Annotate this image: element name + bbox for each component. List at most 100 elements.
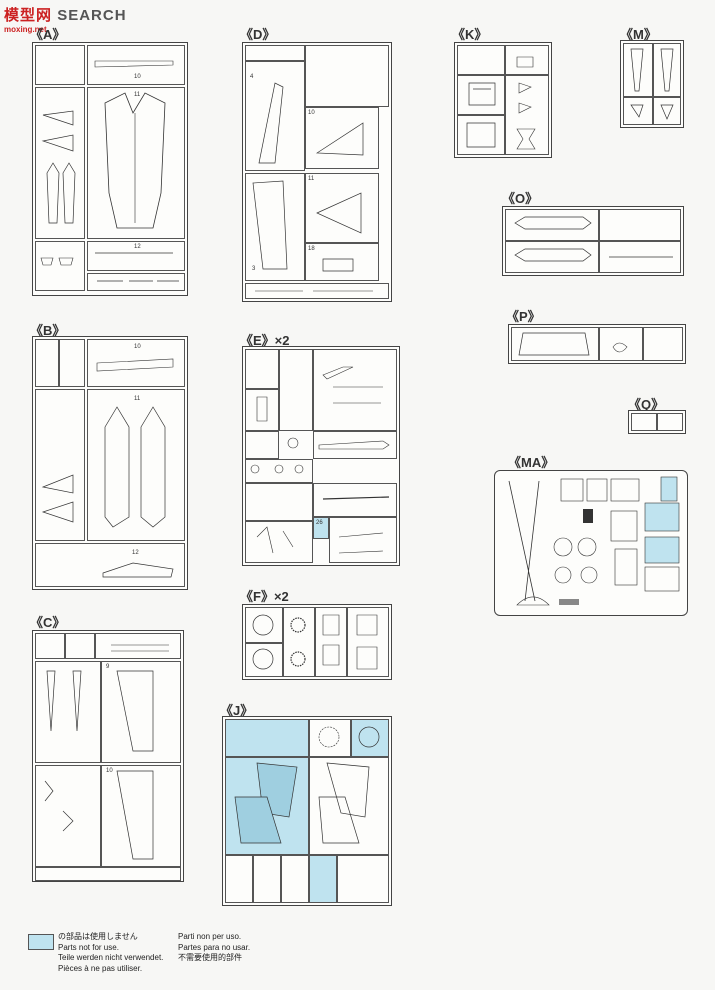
legend-en: Parts not for use. [58,942,119,952]
sprue-j-part-12 [253,855,281,903]
sprue-k [454,42,552,158]
sprue-b-drawing [41,358,174,578]
sprue-f-drawing [252,614,378,670]
sprue-e-part-1 [245,389,279,431]
legend-swatch [28,934,54,950]
sprue-f [242,604,392,680]
sprue-label-a: 《A》 [30,27,66,42]
sprue-q [628,410,686,434]
sprue-k-part-3 [457,75,505,115]
sprue-label-b: 《B》 [30,323,66,338]
sprue-f-parts-7-8 [347,607,389,677]
sprue-p-parts-5-11 [643,327,683,361]
sprue-e-blank [245,349,279,389]
sprue-d-parts-1-4 [245,45,305,61]
sprue-a-part-11: 11 [87,87,185,239]
sprue-d-part-10: 10 [305,107,379,169]
sprue-p-part-1 [511,327,599,361]
sprue-d-part-3: 3 [245,173,305,281]
sprue-d-part-11: 11 [305,173,379,243]
sprue-o-blank [599,209,681,241]
sprue-q-part-1 [631,413,657,431]
sprue-j-parts-9-10 [309,757,389,855]
sprue-e-parts-3-9 [279,349,313,431]
sprue-m-part-1 [623,43,653,97]
sprue-m-part-4 [653,97,681,125]
sprue-m [620,40,684,128]
sprue-a-parts-13-15 [87,273,185,291]
sprue-m-part-3 [623,97,653,125]
legend-fr: Pièces à ne pas utiliser. [58,963,143,973]
sprue-j-parts-16-19 [337,855,389,903]
sprue-j-drawing [234,726,380,844]
sprue-k-part-4 [457,115,505,155]
sprue-e-drawing [250,366,390,554]
sprue-a-part-12: 12 [87,241,185,271]
sprue-b-part-10: 10 [87,339,185,387]
sprue-p-drawing [518,332,628,356]
sprue-label-e: 《E》×2 [240,333,290,348]
sprue-k-part-1 [457,45,505,75]
sprue-a-small [35,87,85,239]
sprue-a-parts-8-9 [35,241,85,291]
legend-cn: 不需要使用的部件 [178,953,242,962]
sprue-label-c: 《C》 [30,615,66,630]
sprue-b-part-11: 11 [87,389,185,541]
sprue-m-part-2 [653,43,681,97]
legend-col-1: の部品は使用しません Parts not for use. Teile werd… [58,932,163,974]
watermark-title: 模型网 [4,7,53,24]
sprue-f-parts-3-4 [283,607,315,677]
sprue-e-part-16 [313,431,397,459]
sprue-j-part-6 [351,719,389,757]
sprue-b-part-12: 12 [35,543,185,587]
sprue-e-part-26: 26 [313,517,329,539]
sprue-e-parts-23-24 [245,521,313,563]
sprue-d-part-18: 18 [305,243,379,281]
sprue-o-part-3 [599,241,681,273]
sprue-c-part-9: 9 [101,661,181,763]
sprue-ma-photoetch [494,470,688,616]
sprue-a-drawing [40,60,179,282]
sprue-o-drawing [514,216,673,262]
sprue-c-top-1 [35,633,65,659]
sprue-c-parts-5-8 [35,661,101,763]
sprue-e-parts-27-29 [329,517,397,563]
sprue-e-parts-20-22 [245,483,313,521]
sprue-label-m: 《M》 [620,27,657,42]
legend-es: Partes para no usar. [178,942,251,952]
sprue-j-parts-1-4 [225,719,309,757]
sprue-j-part-5 [309,719,351,757]
sprue-k-drawing [466,56,536,150]
legend-it: Parti non per uso. [178,932,242,941]
sprue-b-left [35,389,85,541]
sprue-d-part-4: 4 [245,61,305,171]
sprue-ma-drawing [508,476,680,606]
sprue-label-f: 《F》×2 [240,589,289,604]
watermark-logo: 模型网 SEARCH moxing.net [4,4,127,34]
sprue-label-p: 《P》 [506,309,541,324]
sprue-m-drawing [630,48,674,120]
sprue-q-parts-2-3 [657,413,683,431]
sprue-a-part-10: 10 [87,45,185,85]
sprue-o-part-1 [505,209,599,241]
sprue-label-j: 《J》 [220,703,254,718]
sprue-j-part-13 [281,855,309,903]
sprue-o [502,206,684,276]
sprue-d-parts-5-9 [305,45,389,107]
sprue-e-part-25 [313,483,397,517]
sprue-j [222,716,392,906]
sprue-c-top-2 [65,633,95,659]
sprue-f-part-2 [245,643,283,677]
sprue-k-parts-5-7 [505,75,549,155]
sprue-c-top-3 [95,633,181,659]
sprue-label-d: 《D》 [240,27,276,42]
sprue-b-small-2 [59,339,85,387]
sprue-label-q: 《Q》 [628,397,665,412]
legend-de: Teile werden nicht verwendet. [58,953,164,962]
sprue-b-small-1 [35,339,59,387]
sprue-p-parts-2-4 [599,327,643,361]
sprue-c-parts-13-20 [35,765,101,867]
sprue-f-part-1 [245,607,283,643]
sprue-k-part-2 [505,45,549,75]
sprue-a-blank [35,45,85,85]
